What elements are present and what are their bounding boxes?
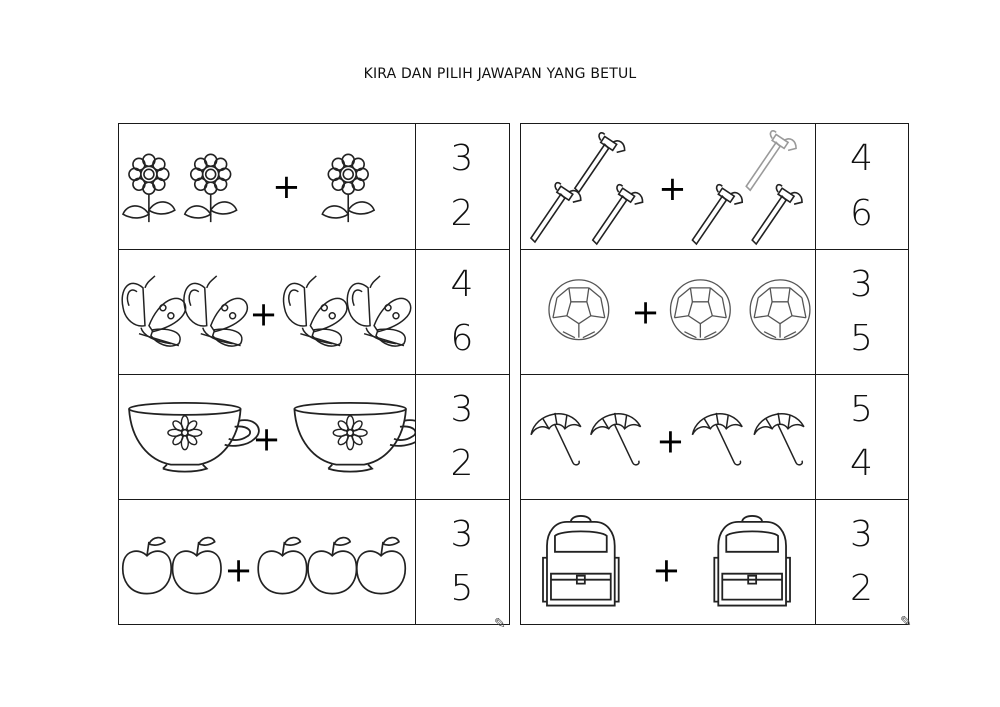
orange-picture: +	[119, 500, 416, 625]
right-panel: + 4 6	[520, 123, 909, 625]
plus-sign: +	[272, 167, 300, 206]
right-row-umbrellas: + 5 4	[521, 374, 908, 500]
answer-option[interactable]: 3	[450, 138, 474, 180]
plus-sign: +	[631, 293, 659, 332]
right-row-axes: + 4 6	[521, 124, 908, 250]
axe-picture: +	[521, 124, 816, 250]
answer-options: 4 6	[815, 124, 908, 250]
left-panel: + 3 2	[118, 123, 510, 625]
answer-options: 3 2	[815, 500, 908, 625]
answer-options: 3 2	[415, 375, 509, 500]
umbrella-icon: +	[530, 412, 805, 466]
ball-picture: +	[521, 250, 816, 375]
left-row-butterflies: + 4 6	[119, 249, 509, 375]
answer-option[interactable]: 4	[850, 443, 873, 485]
answer-option[interactable]: 4	[450, 264, 474, 306]
flower-picture: +	[119, 124, 416, 250]
left-row-cups: + 3 2	[119, 374, 509, 500]
backpack-picture: +	[521, 500, 816, 625]
answer-option[interactable]: 2	[450, 443, 474, 485]
backpack-icon: +	[542, 515, 791, 607]
right-row-balls: + 3 5	[521, 249, 908, 375]
butterfly-picture: +	[119, 250, 416, 375]
answer-option[interactable]: 3	[850, 514, 873, 556]
plus-sign: +	[252, 420, 280, 459]
answer-option[interactable]: 5	[850, 389, 873, 431]
corner-mark-icon: ✎	[494, 616, 506, 632]
corner-mark-icon: ✎	[900, 614, 912, 630]
answer-option[interactable]: 3	[450, 389, 474, 431]
answer-option[interactable]: 4	[850, 138, 873, 180]
right-row-backpacks: + 3 2	[521, 499, 908, 625]
answer-option[interactable]: 6	[450, 318, 474, 360]
plus-sign: +	[249, 295, 277, 334]
butterfly-icon: +	[121, 275, 412, 347]
answer-options: 5 4	[815, 375, 908, 500]
plus-sign: +	[224, 551, 252, 590]
ball-icon: +	[548, 279, 811, 341]
left-row-oranges: + 3 5	[119, 499, 509, 625]
answer-option[interactable]: 2	[850, 568, 873, 610]
umbrella-picture: +	[521, 375, 816, 500]
answer-option[interactable]: 5	[850, 318, 873, 360]
answer-option[interactable]: 3	[450, 514, 474, 556]
left-row-flowers: + 3 2	[119, 124, 509, 250]
answer-option[interactable]: 3	[850, 264, 873, 306]
answer-option[interactable]: 5	[450, 568, 474, 610]
cup-icon: +	[128, 401, 415, 473]
answer-options: 4 6	[415, 250, 509, 375]
answer-option[interactable]: 2	[450, 193, 474, 235]
axe-icon: +	[530, 130, 803, 245]
answer-options: 3 5	[415, 500, 509, 625]
plus-sign: +	[658, 169, 686, 208]
flower-icon: +	[122, 153, 375, 223]
answer-options: 3 5	[815, 250, 908, 375]
answer-option[interactable]: 6	[850, 193, 873, 235]
answer-options: 3 2	[415, 124, 509, 250]
worksheet-title: KIRA DAN PILIH JAWAPAN YANG BETUL	[363, 66, 637, 82]
cup-picture: +	[119, 375, 416, 500]
orange-icon: +	[121, 536, 407, 595]
plus-sign: +	[656, 422, 684, 461]
plus-sign: +	[652, 551, 680, 590]
